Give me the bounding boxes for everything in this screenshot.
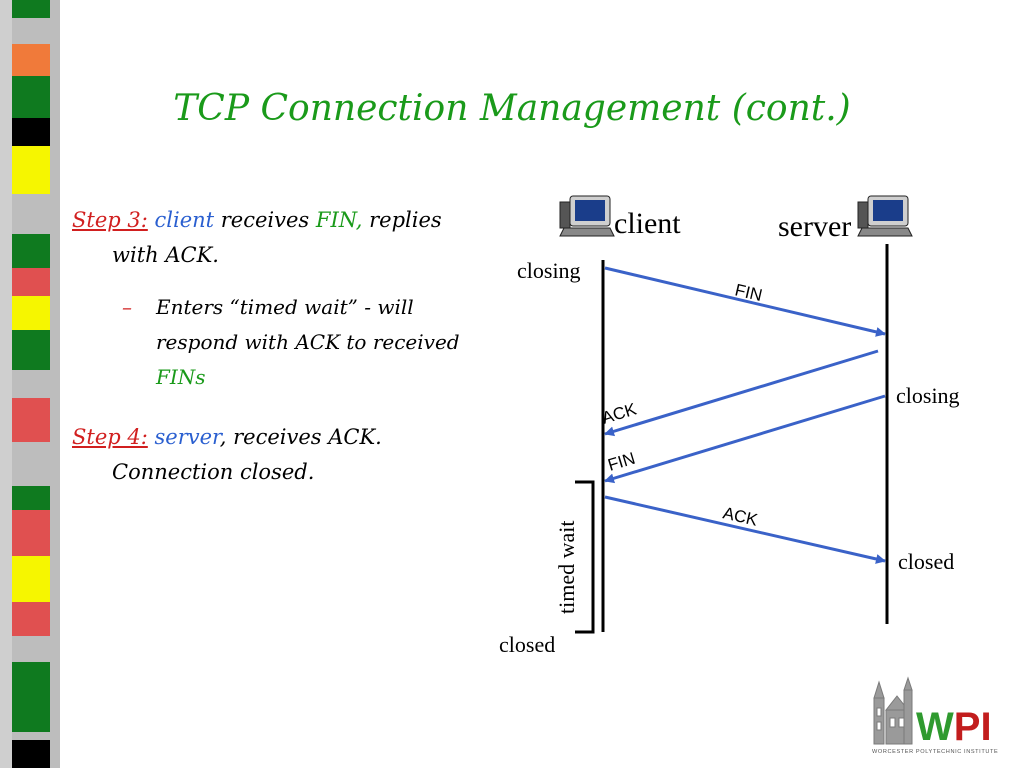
step3-bullet: Step 3: client receives FIN, replies wit… bbox=[72, 203, 472, 273]
strip-block bbox=[12, 0, 50, 18]
server-label: server bbox=[778, 210, 851, 243]
timed-wait-label: timed wait bbox=[554, 521, 579, 614]
sub-bullet-fins-word: FINs bbox=[156, 365, 206, 389]
wpi-building-icon bbox=[873, 676, 913, 745]
step3-label: Step 3: bbox=[72, 208, 148, 232]
client-computer-icon bbox=[559, 195, 615, 237]
wpi-logo: WPI WORCESTER POLYTECHNIC INSTITUTE bbox=[872, 676, 998, 755]
side-decoration-strip bbox=[0, 0, 60, 768]
step4-label: Step 4: bbox=[72, 425, 148, 449]
strip-block bbox=[12, 118, 50, 146]
step3-fin-word: FIN, bbox=[315, 208, 363, 232]
strip-block bbox=[12, 398, 50, 442]
wpi-logo-text: WPI bbox=[916, 705, 992, 749]
ack-arrow-server-to-client bbox=[604, 349, 879, 437]
ack1-label: ACK bbox=[600, 399, 640, 428]
step3-client-word: client bbox=[154, 208, 215, 232]
server-closed-label: closed bbox=[898, 549, 954, 574]
strip-block bbox=[12, 76, 50, 118]
step4-bullet: Step 4: server, receives ACK. Connection… bbox=[72, 420, 452, 490]
slide-title: TCP Connection Management (cont.) bbox=[173, 88, 851, 129]
fin-arrow-server-to-client bbox=[604, 394, 886, 484]
step3-line2: with ACK. bbox=[112, 243, 219, 267]
strip-block bbox=[12, 330, 50, 370]
server-computer-icon bbox=[857, 195, 913, 237]
step4-server-word: server bbox=[154, 425, 220, 449]
fin1-label: FIN bbox=[733, 280, 764, 305]
fin-arrow-client-to-server bbox=[604, 266, 886, 337]
server-closing-label: closing bbox=[896, 383, 960, 408]
wpi-subtitle: WORCESTER POLYTECHNIC INSTITUTE bbox=[872, 749, 998, 755]
client-closed-label: closed bbox=[499, 632, 555, 657]
step3-text: receives bbox=[214, 208, 316, 232]
strip-block bbox=[12, 146, 50, 194]
strip-block bbox=[12, 296, 50, 330]
sub-bullet-text: Enters “timed wait” - will respond with … bbox=[156, 295, 460, 354]
strip-block bbox=[12, 268, 50, 296]
client-label: client bbox=[614, 207, 681, 240]
strip-block bbox=[12, 234, 50, 268]
ack-arrow-client-to-server bbox=[604, 495, 886, 564]
strip-edge bbox=[0, 0, 12, 768]
strip-block bbox=[12, 44, 50, 76]
step4-line2: Connection closed. bbox=[112, 460, 315, 484]
wpi-letter-w: W bbox=[916, 705, 954, 749]
strip-block bbox=[12, 662, 50, 732]
strip-block bbox=[12, 486, 50, 510]
step4-text: , receives ACK. bbox=[219, 425, 382, 449]
strip-block bbox=[12, 740, 50, 768]
sub-bullet-timed-wait: – Enters “timed wait” - will respond wit… bbox=[122, 290, 462, 395]
strip-block bbox=[12, 602, 50, 636]
sub-bullet-dash: – bbox=[122, 295, 132, 319]
strip-block bbox=[12, 510, 50, 556]
timed-wait-bracket bbox=[575, 480, 595, 634]
step3-text-end: replies bbox=[362, 208, 442, 232]
wpi-letters-pi: PI bbox=[954, 705, 992, 749]
client-closing-label: closing bbox=[517, 258, 581, 283]
fin2-label: FIN bbox=[606, 449, 638, 475]
strip-block bbox=[12, 556, 50, 602]
